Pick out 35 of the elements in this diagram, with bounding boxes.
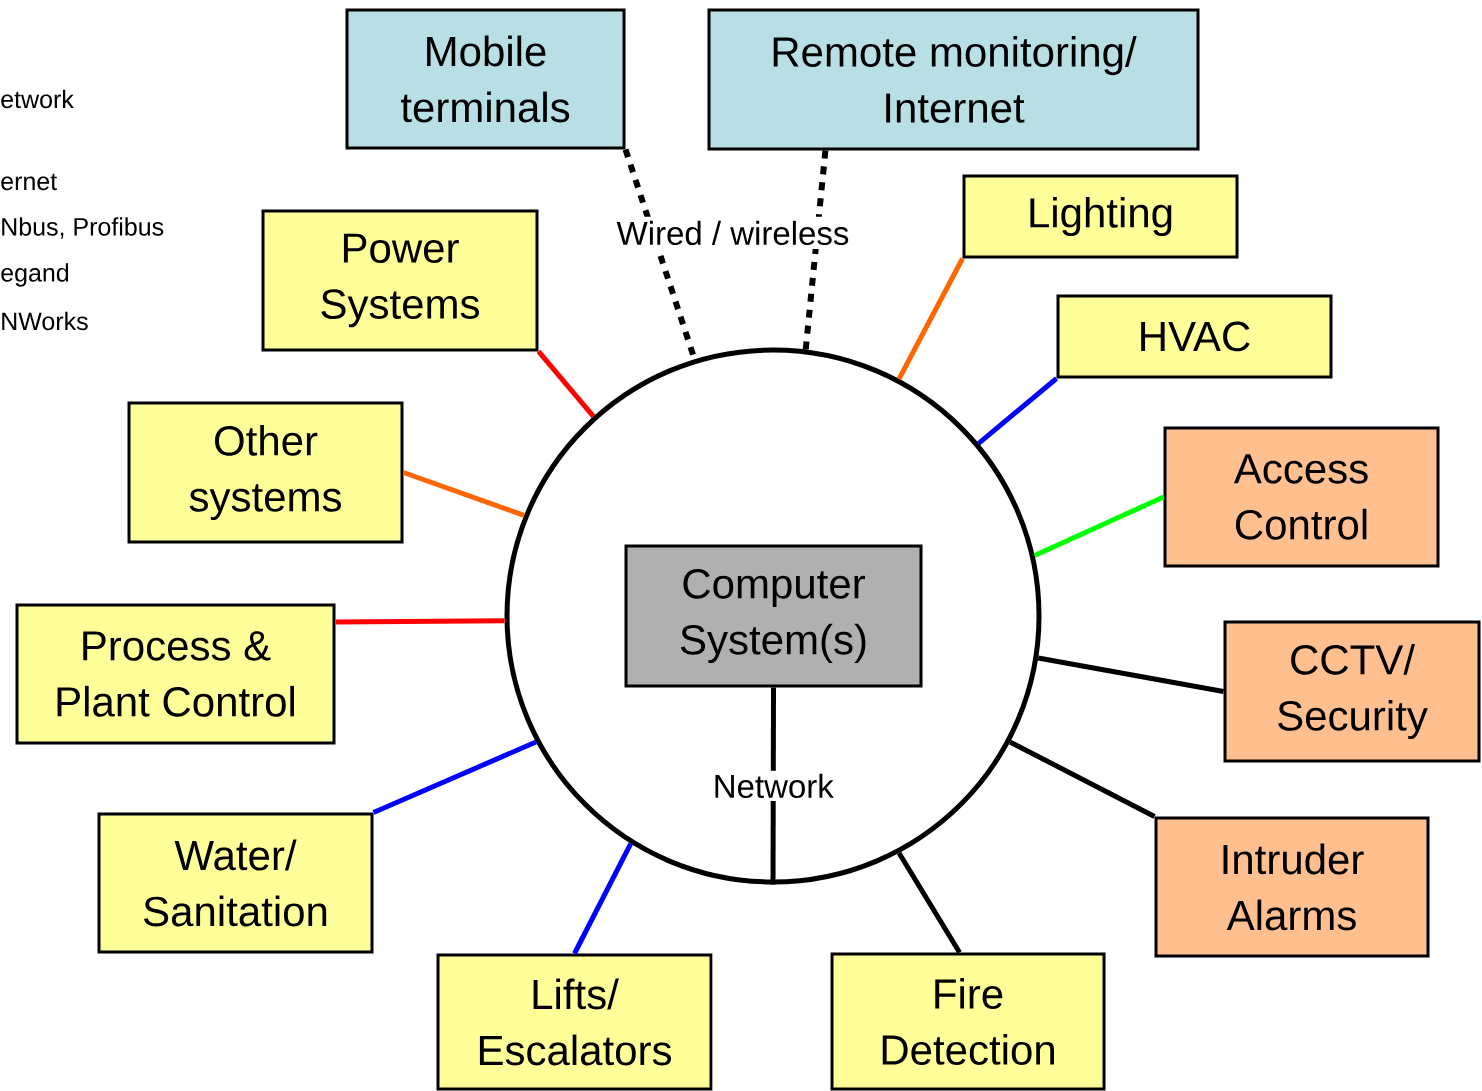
- system-box: HVAC: [1056, 294, 1333, 379]
- link-label: Wired / wireless: [616, 220, 849, 246]
- security-box: Intruder Alarms: [1154, 816, 1430, 958]
- protocol-label: Nbus, Profibus: [2, 217, 164, 239]
- connector-line: [770, 687, 776, 885]
- system-box: Other systems: [127, 401, 404, 544]
- terminal-box: Remote monitoring/ Internet: [707, 8, 1200, 151]
- connector-line: [372, 739, 537, 815]
- protocol-label: ernet: [1, 173, 57, 191]
- security-box: Access Control: [1163, 426, 1440, 568]
- connector-line: [572, 842, 633, 955]
- system-box: Fire Detection: [830, 952, 1106, 1091]
- computer-box: Computer System(s): [624, 544, 923, 688]
- system-box: Water/ Sanitation: [97, 812, 374, 954]
- protocol-label: egand: [1, 263, 69, 287]
- connector-line: [1037, 655, 1224, 694]
- connector-line: [977, 376, 1059, 446]
- terminal-box: Mobile terminals: [345, 8, 626, 150]
- connector-line: [1033, 494, 1165, 558]
- connector-line: [402, 470, 525, 518]
- connector-line: [335, 618, 505, 625]
- connector-line: [536, 349, 596, 419]
- connector-line: [896, 257, 965, 381]
- system-box: Lifts/ Escalators: [436, 953, 713, 1091]
- system-box: Power Systems: [261, 209, 539, 352]
- security-box: CCTV/ Security: [1223, 620, 1481, 763]
- network-circle: [504, 347, 1042, 885]
- dotted-line: [802, 150, 829, 350]
- system-box: Lighting: [962, 174, 1239, 259]
- connector-line: [896, 851, 962, 954]
- edge-label: Network: [715, 773, 834, 799]
- connector-line: [1008, 739, 1156, 819]
- protocol-label: etwork: [1, 89, 74, 109]
- protocol-label: NWorks: [2, 311, 88, 331]
- system-box: Process & Plant Control: [15, 603, 336, 745]
